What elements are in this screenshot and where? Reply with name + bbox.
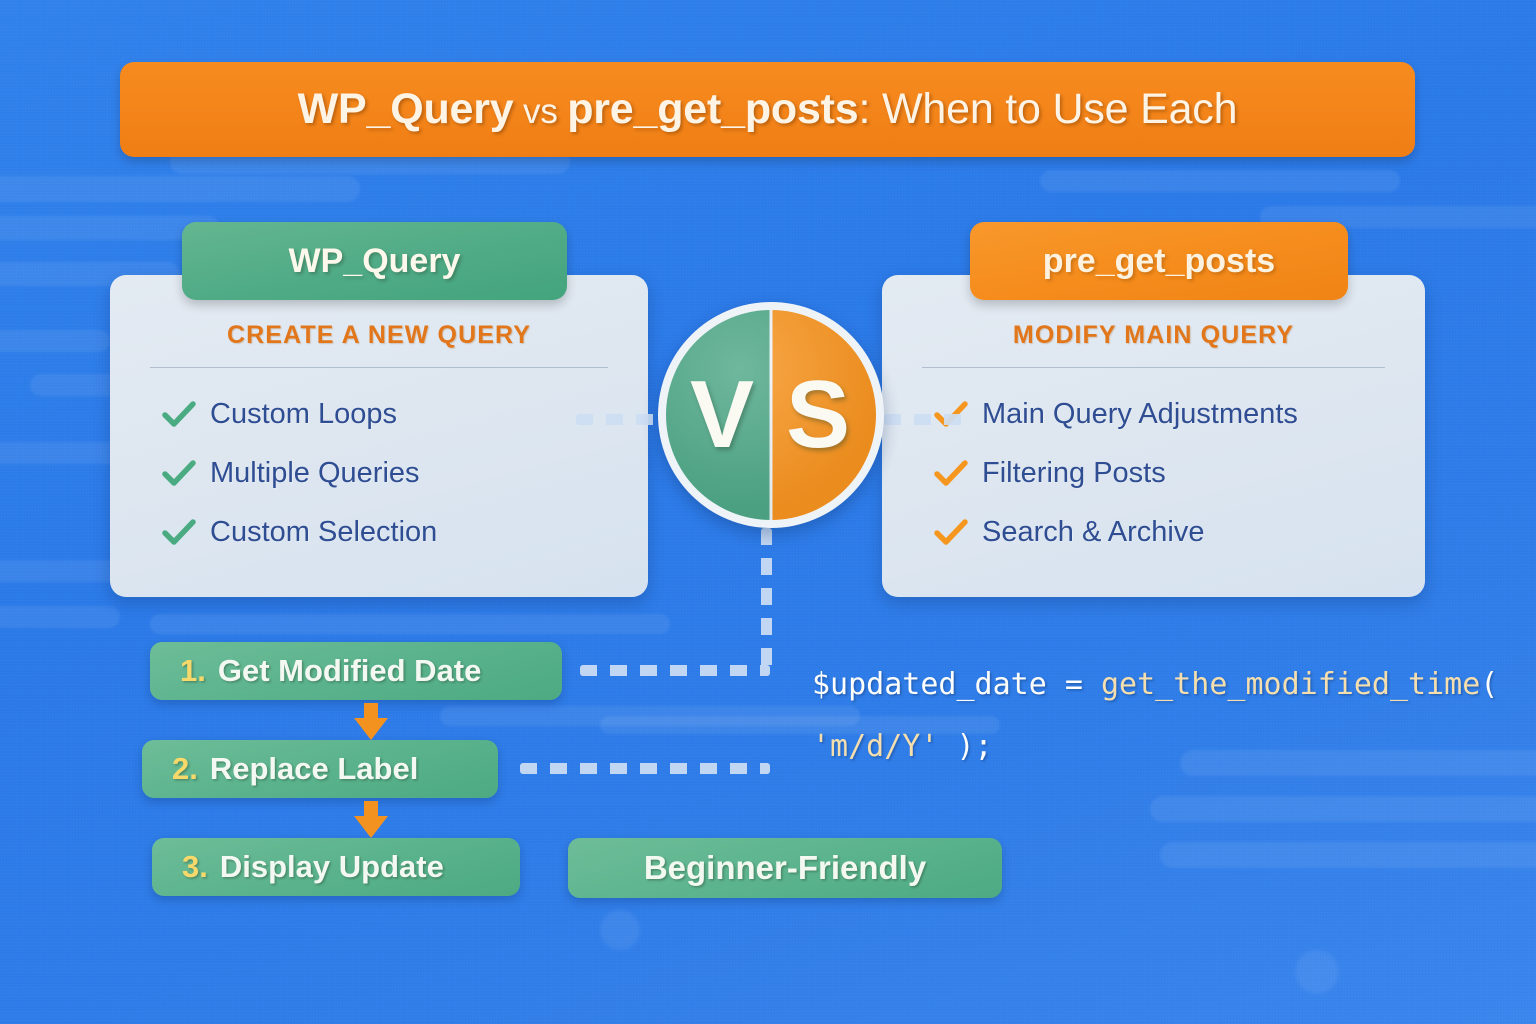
title-part-wp-query: WP_Query: [297, 85, 514, 133]
step-box-2: 2. Replace Label: [142, 740, 498, 798]
bg-code-line: [1150, 796, 1536, 822]
list-item-label: Custom Selection: [210, 516, 438, 548]
code-function-name: get_the_modified_time: [1100, 667, 1481, 702]
step-number: 3.: [182, 849, 208, 884]
list-item: Custom Selection: [162, 503, 626, 562]
bg-code-line: [0, 176, 360, 202]
list-item: Custom Loops: [162, 385, 626, 444]
list-item-label: Filtering Posts: [982, 457, 1166, 489]
vs-letter-v: V: [690, 361, 755, 468]
bg-code-line: [0, 330, 110, 352]
card-subtitle-left: CREATE A NEW QUERY: [226, 321, 532, 349]
list-item-label: Custom Loops: [210, 398, 397, 430]
step-box-1: 1. Get Modified Date: [150, 642, 562, 700]
bg-code-line: [1040, 170, 1400, 192]
comparison-card-pre-get-posts: MODIFY MAIN QUERY Main Query Adjustments…: [882, 275, 1425, 597]
card-tab-label: WP_Query: [288, 241, 461, 280]
dashed-connector-step1: [580, 665, 770, 676]
code-line-2: 'm/d/Y' );: [812, 716, 1532, 778]
card-tab-wp-query: WP_Query: [182, 222, 567, 300]
list-item: Search & Archive: [934, 503, 1403, 562]
code-close-paren: );: [938, 729, 993, 764]
check-icon: [162, 400, 196, 429]
card-divider: [922, 367, 1385, 368]
list-item: Main Query Adjustments: [934, 385, 1403, 444]
code-line-1: $updated_date = get_the_modified_time(: [812, 654, 1532, 716]
title-part-vs: [514, 92, 524, 131]
list-item-label: Multiple Queries: [210, 457, 420, 489]
beginner-friendly-badge: Beginner-Friendly: [568, 838, 1002, 898]
page-title: WP_Query vs pre_get_posts: When to Use E…: [297, 85, 1238, 133]
step-number: 1.: [180, 653, 206, 688]
code-string-literal: 'm/d/Y': [812, 729, 939, 764]
feature-list-right: Main Query Adjustments Filtering Posts S…: [934, 385, 1403, 562]
title-banner: WP_Query vs pre_get_posts: When to Use E…: [120, 62, 1415, 157]
dashed-connector-step2: [520, 763, 770, 774]
code-variable: $updated_date =: [812, 667, 1101, 702]
list-item: Multiple Queries: [162, 444, 626, 503]
list-item-label: Search & Archive: [982, 516, 1205, 548]
card-divider: [150, 367, 608, 368]
check-icon: [934, 518, 968, 547]
list-item-label: Main Query Adjustments: [982, 398, 1298, 430]
check-icon: [162, 518, 196, 547]
vs-badge-inner: V S: [666, 310, 876, 520]
step-label: Get Modified Date: [217, 653, 482, 688]
bg-code-line: [0, 606, 120, 628]
title-part-tail: : When to Use Each: [858, 85, 1238, 133]
title-part-pre-get-posts: pre_get_posts: [567, 85, 859, 133]
list-item: Filtering Posts: [934, 444, 1403, 503]
card-tab-label: pre_get_posts: [1042, 241, 1276, 280]
check-icon: [934, 459, 968, 488]
feature-list-left: Custom Loops Multiple Queries Custom Sel…: [162, 385, 626, 562]
step-box-3: 3. Display Update: [152, 838, 520, 896]
card-tab-pre-get-posts: pre_get_posts: [970, 222, 1348, 300]
bg-code-line: [1160, 842, 1536, 868]
bg-dot: [600, 910, 640, 950]
card-subtitle-right: MODIFY MAIN QUERY: [1012, 321, 1295, 349]
vs-badge: V S: [658, 302, 884, 528]
step-label: Replace Label: [209, 751, 419, 786]
bg-code-line: [150, 614, 670, 634]
dashed-connector-left: [576, 414, 662, 425]
code-open-paren: (: [1480, 667, 1499, 702]
check-icon: [162, 459, 196, 488]
comparison-card-wp-query: CREATE A NEW QUERY Custom Loops Multiple…: [110, 275, 648, 597]
bg-dot: [1295, 950, 1339, 994]
dashed-connector-right: [884, 414, 966, 425]
bg-code-line: [440, 706, 860, 726]
step-label: Display Update: [219, 849, 444, 884]
dashed-connector-vertical: [761, 528, 772, 671]
vs-letter-s: S: [785, 361, 850, 468]
step-number: 2.: [172, 751, 198, 786]
code-snippet: $updated_date = get_the_modified_time( '…: [812, 654, 1532, 778]
beginner-friendly-label: Beginner-Friendly: [643, 849, 927, 886]
